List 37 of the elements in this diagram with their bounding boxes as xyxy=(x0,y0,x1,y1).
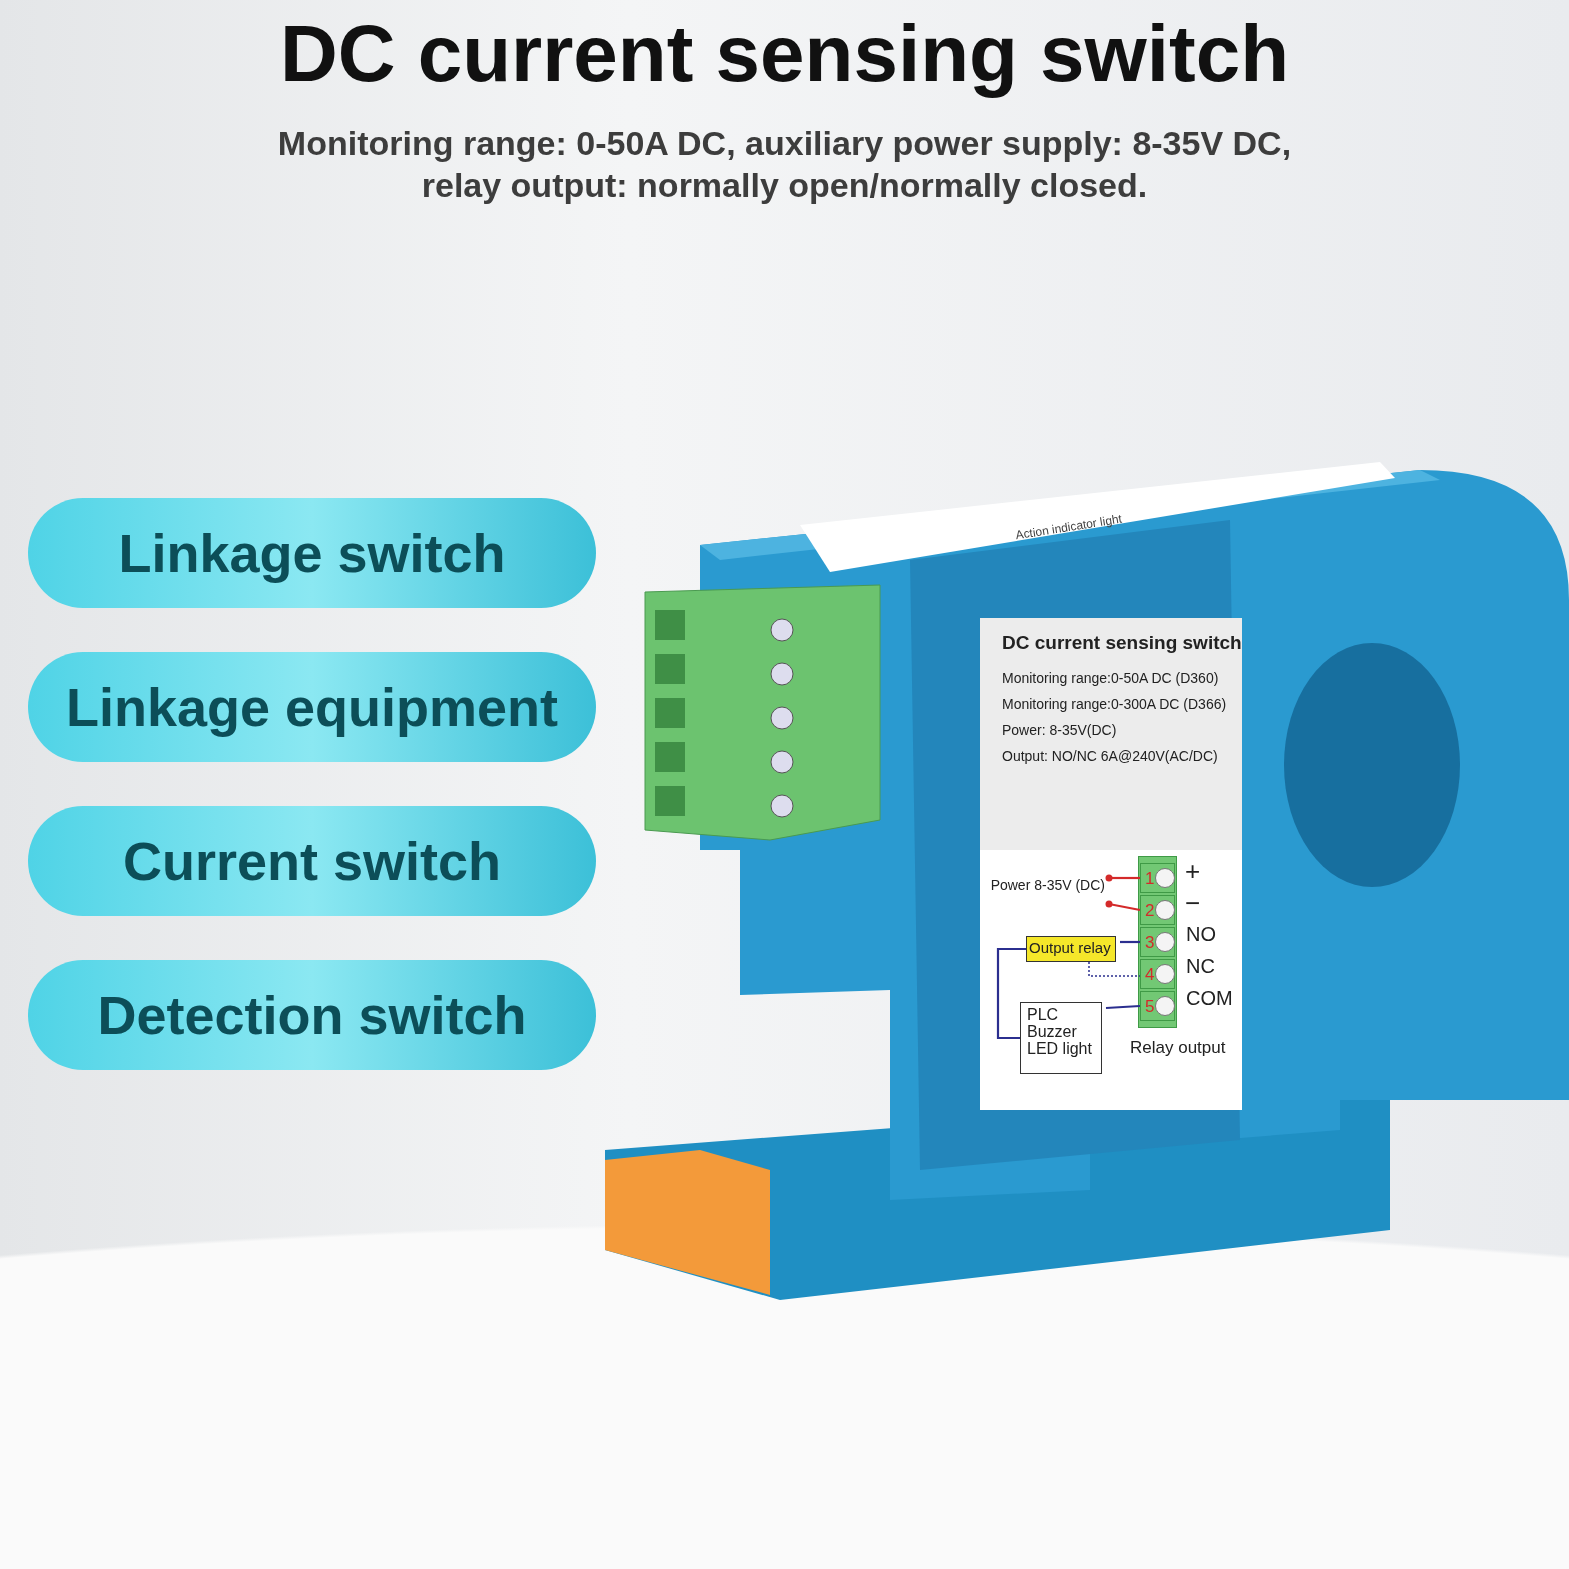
terminal-number: 5 xyxy=(1145,997,1155,1017)
terminal xyxy=(1140,959,1175,989)
terminal-symbol: COM xyxy=(1186,987,1233,1010)
label-text: DC current sensing switch xyxy=(1002,632,1242,654)
subtitle: Monitoring range: 0-50A DC, auxiliary power supply: 8-35V DC, relay output: normally open/normally closed. xyxy=(276,123,1293,206)
wire xyxy=(1088,961,1141,977)
power-label: Power 8-35V (DC) xyxy=(986,866,1105,910)
terminal-number: 4 xyxy=(1145,965,1155,985)
terminal xyxy=(1140,895,1175,925)
label-text: Output: NO/NC 6A@240V(AC/DC) xyxy=(1002,748,1218,764)
wire xyxy=(1105,900,1141,912)
label-text: Monitoring range:0-50A DC (D360) xyxy=(1002,670,1219,686)
feature-pill: Current switch xyxy=(28,806,596,916)
feature-pill: Linkage switch xyxy=(28,498,596,608)
terminal-symbol: NC xyxy=(1186,955,1215,978)
wire xyxy=(1120,940,1140,944)
terminal-symbol: + xyxy=(1185,856,1201,887)
label-text: Relay output xyxy=(1130,1038,1226,1058)
feature-pill: Detection switch xyxy=(28,960,596,1070)
output-relay-label: Output relay xyxy=(1026,936,1116,962)
terminal-symbol: NO xyxy=(1186,923,1216,946)
terminal-symbol: − xyxy=(1185,888,1201,919)
label-text: Monitoring range:0-300A DC (D366) xyxy=(1002,696,1227,712)
feature-pill: Linkage equipment xyxy=(28,652,596,762)
label-text: Power: 8-35V(DC) xyxy=(1002,722,1117,738)
terminal-number: 3 xyxy=(1145,933,1155,953)
terminal xyxy=(1140,927,1175,957)
label-text: Action indicator light xyxy=(1014,511,1123,543)
terminal-number: 1 xyxy=(1145,869,1155,889)
terminal xyxy=(1140,863,1175,893)
wire xyxy=(996,947,1026,1040)
load-box: PLC Buzzer LED light xyxy=(1020,1002,1102,1074)
wire xyxy=(1105,1004,1141,1010)
title: DC current sensing switch xyxy=(278,8,1291,100)
terminal-number: 2 xyxy=(1145,901,1155,921)
terminal xyxy=(1140,991,1175,1021)
wire xyxy=(1105,874,1140,882)
